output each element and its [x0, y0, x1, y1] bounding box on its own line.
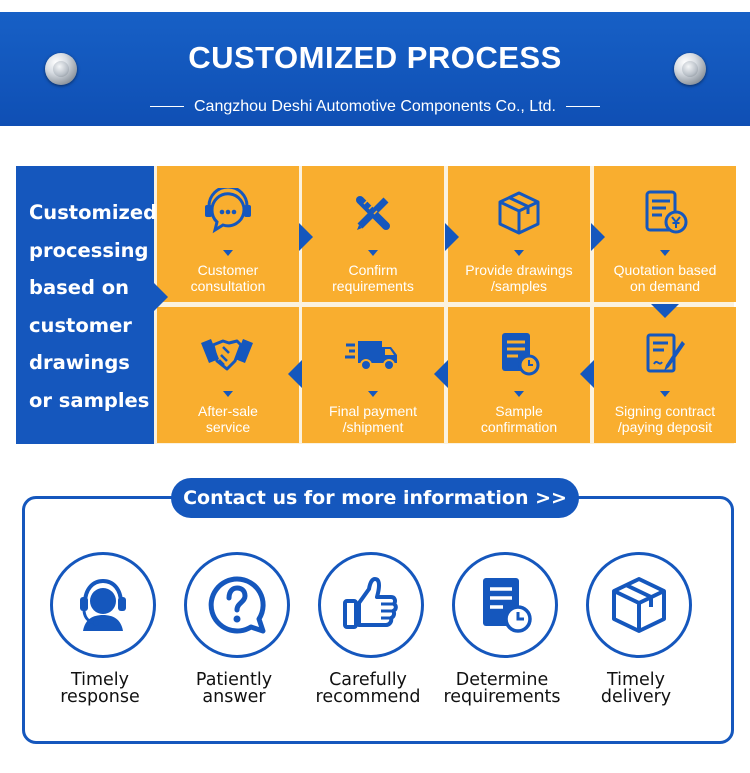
flow-arrow-right-icon — [154, 283, 168, 311]
step-label: Customer consultation — [190, 262, 266, 294]
intro-line: Customized — [29, 201, 158, 224]
down-marker — [368, 391, 378, 397]
flow-arrow-right-icon — [299, 223, 313, 251]
intro-line: drawings — [29, 351, 130, 374]
chat-bubble-icon — [205, 188, 251, 234]
handshake-icon — [201, 339, 253, 371]
down-marker — [660, 250, 670, 256]
feature-circle — [318, 552, 424, 658]
delivery-truck-icon — [345, 341, 397, 371]
pencil-ruler-icon — [356, 196, 390, 230]
flow-arrow-left-icon — [288, 360, 302, 388]
down-marker — [660, 391, 670, 397]
feature-circle — [184, 552, 290, 658]
process-step: After-sale service — [157, 307, 299, 443]
intro-line: processing — [29, 238, 149, 262]
document-clock-icon — [483, 578, 532, 633]
screw-icon — [674, 53, 706, 85]
process-step: Signing contract /paying deposit — [594, 307, 736, 443]
company-subtitle-row: Cangzhou Deshi Automotive Components Co.… — [0, 98, 750, 116]
feature-label: Patiently answer — [195, 670, 273, 707]
step-label: After-sale service — [198, 403, 258, 435]
process-intro-text: Customized processing based on customer … — [29, 194, 159, 419]
process-step: Sample confirmation — [448, 307, 590, 443]
divider — [150, 106, 184, 108]
contract-sign-icon — [646, 333, 685, 373]
feature-circle — [586, 552, 692, 658]
flow-arrow-right-icon — [445, 223, 459, 251]
step-label: Confirm requirements — [332, 262, 414, 294]
thumbs-up-icon — [343, 577, 398, 629]
feature-circle — [452, 552, 558, 658]
feature-label: Carefully recommend — [315, 670, 421, 707]
down-marker — [514, 391, 524, 397]
step-label: Provide drawings /samples — [465, 262, 573, 294]
screw-icon — [45, 53, 77, 85]
process-step: Customer consultation — [157, 166, 299, 302]
intro-line: based on — [29, 276, 129, 299]
feature-label: Determine requirements — [443, 670, 561, 707]
page-title: CUSTOMIZED PROCESS — [188, 40, 562, 75]
flow-arrow-down-icon — [651, 304, 679, 318]
step-label: Final payment /shipment — [329, 403, 417, 435]
down-marker — [223, 250, 233, 256]
box-icon — [612, 577, 666, 633]
quotation-yen-icon — [645, 190, 688, 234]
process-intro-panel — [16, 166, 154, 444]
intro-line: or samples — [29, 388, 150, 412]
question-bubble-icon — [208, 576, 266, 634]
contact-us-button[interactable]: Contact us for more information >> — [171, 478, 579, 518]
step-label: Signing contract /paying deposit — [614, 403, 716, 435]
down-marker — [368, 250, 378, 256]
divider — [565, 106, 600, 108]
box-icon — [498, 191, 540, 235]
process-step: Quotation based on demand — [594, 166, 736, 302]
process-step: Provide drawings /samples — [448, 166, 590, 302]
feature-label: Timely delivery — [600, 670, 672, 707]
flow-arrow-left-icon — [434, 360, 448, 388]
headset-agent-icon — [80, 578, 126, 631]
down-marker — [223, 391, 233, 397]
flow-arrow-right-icon — [591, 223, 605, 251]
process-step: Final payment /shipment — [302, 307, 444, 443]
down-marker — [514, 250, 524, 256]
step-label: Quotation based on demand — [613, 262, 717, 294]
header-banner: CUSTOMIZED PROCESS Cangzhou Deshi Automo… — [0, 12, 750, 126]
intro-line: customer — [29, 313, 132, 337]
step-label: Sample confirmation — [480, 403, 558, 435]
company-subtitle: Cangzhou Deshi Automotive Components Co.… — [194, 98, 556, 115]
feature-circle — [50, 552, 156, 658]
process-step: Confirm requirements — [302, 166, 444, 302]
feature-label: Timely response — [60, 670, 140, 707]
flow-arrow-left-icon — [580, 360, 594, 388]
document-clock-icon — [502, 333, 540, 376]
